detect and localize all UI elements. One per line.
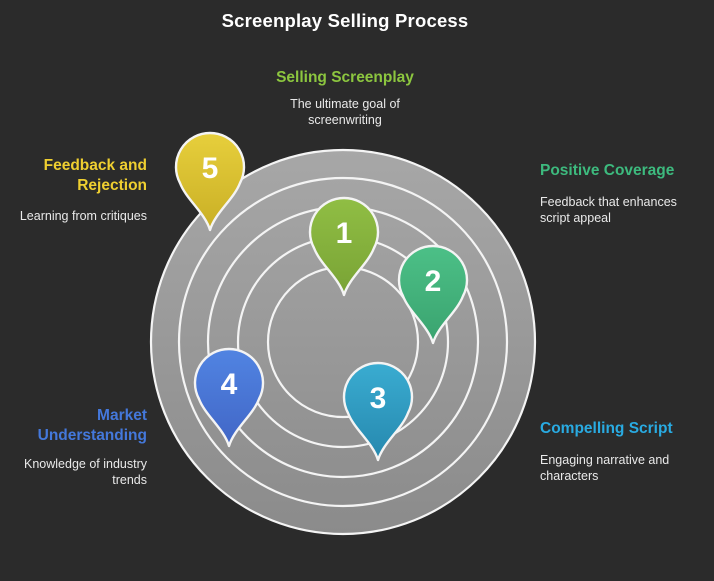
step-3-title: Compelling Script	[540, 420, 673, 437]
step-label-block-4: Market Understanding Knowledge of indust…	[0, 406, 147, 488]
pin-4-number: 4	[221, 368, 238, 401]
concentric-rings-diagram: 1 2 3 4 5	[149, 131, 537, 536]
pin-2: 2	[397, 244, 469, 345]
step-label-block-3: Compelling Script Engaging narrative and…	[540, 419, 710, 484]
step-4-title: Market Understanding	[37, 407, 147, 444]
pin-3: 3	[342, 361, 414, 462]
step-2-description: Feedback that enhances script appeal	[540, 195, 677, 225]
pin-5-number: 5	[202, 152, 219, 185]
step-label-block-1: Selling Screenplay The ultimate goal of …	[245, 68, 445, 128]
pin-1-number: 1	[336, 217, 353, 250]
pin-3-shape	[342, 361, 414, 462]
step-5-title: Feedback and Rejection	[43, 157, 147, 194]
pin-2-shape	[397, 244, 469, 345]
step-2-title: Positive Coverage	[540, 162, 675, 179]
step-4-description: Knowledge of industry trends	[24, 457, 147, 487]
pin-1: 1	[308, 196, 380, 297]
pin-5-shape	[174, 131, 246, 232]
pin-4: 4	[193, 347, 265, 448]
pin-3-number: 3	[370, 382, 387, 415]
ring-2	[177, 176, 509, 508]
step-1-title: Selling Screenplay	[276, 69, 414, 86]
pin-4-shape	[193, 347, 265, 448]
step-label-block-5: Feedback and Rejection Learning from cri…	[0, 156, 147, 225]
page-title: Screenplay Selling Process	[221, 10, 469, 31]
pin-2-number: 2	[425, 265, 442, 298]
step-1-description: The ultimate goal of screenwriting	[290, 97, 400, 127]
pin-1-shape	[308, 196, 380, 297]
step-3-description: Engaging narrative and characters	[540, 453, 670, 483]
step-label-block-2: Positive Coverage Feedback that enhances…	[540, 161, 710, 226]
pin-5: 5	[174, 131, 246, 232]
step-5-description: Learning from critiques	[19, 209, 147, 223]
